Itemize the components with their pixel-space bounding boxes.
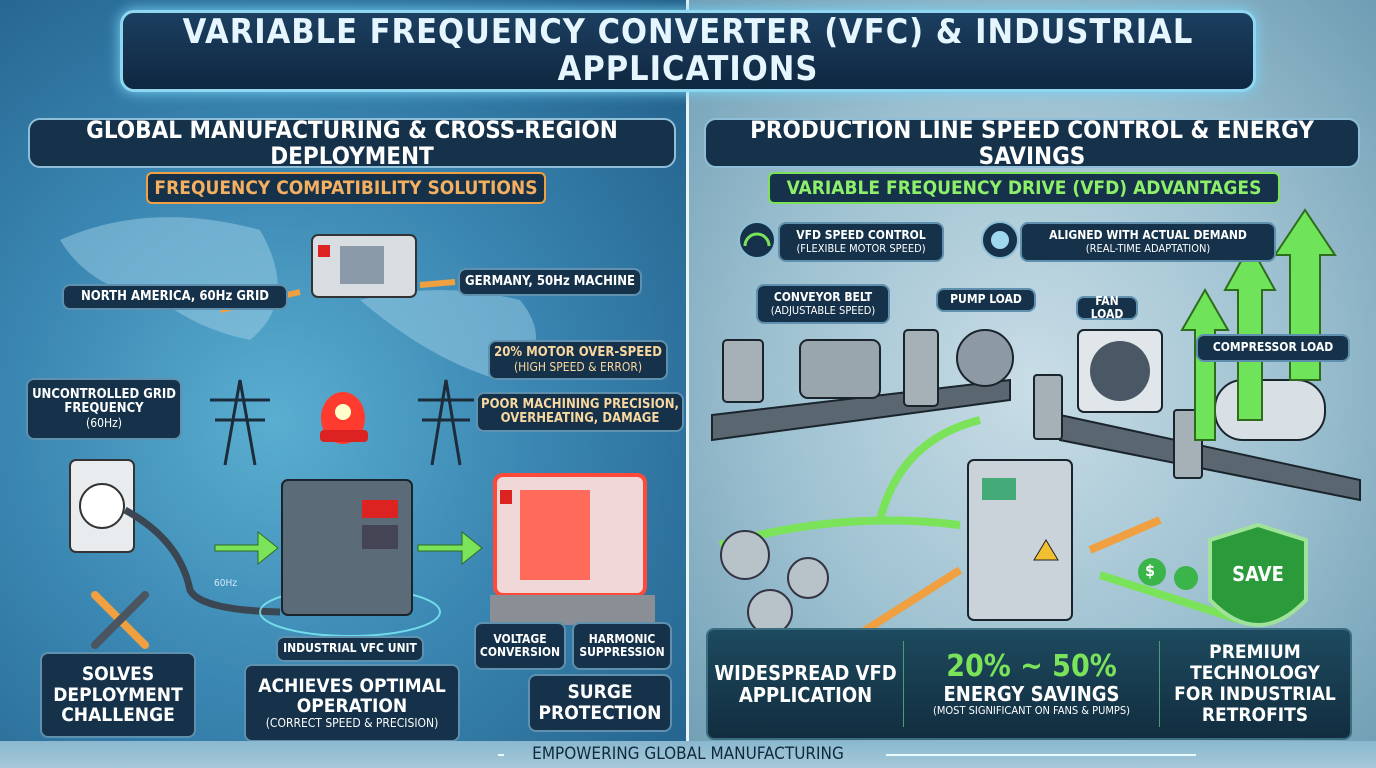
poor-line2: OVERHEATING, DAMAGE (500, 411, 660, 426)
grid-frequency-title: UNCONTROLLED GRID FREQUENCY (32, 387, 176, 417)
cnc-machine-icon (311, 234, 417, 298)
gauge-icon (738, 221, 776, 259)
divider (686, 0, 689, 768)
coins-icon (1138, 558, 1198, 590)
left-heading: GLOBAL MANUFACTURING & CROSS-REGION DEPL… (28, 116, 676, 169)
aligned-title: ALIGNED WITH ACTUAL DEMAND (1049, 228, 1247, 243)
save-badge: SAVE (1232, 562, 1284, 586)
speed-control-sub: (FLEXIBLE MOTOR SPEED) (796, 241, 926, 255)
aligned-sub: (REAL-TIME ADAPTATION) (1085, 241, 1211, 255)
cable-label: 60Hz (214, 578, 237, 589)
speed-control-title: VFD SPEED CONTROL (796, 228, 926, 243)
widespread-text: WIDESPREAD VFD APPLICATION (708, 641, 904, 727)
overspeed-title: 20% MOTOR OVER-SPEED (494, 345, 662, 361)
optimal-title: ACHIEVES OPTIMAL OPERATION (258, 674, 446, 718)
savings-section: 20% ~ 50% ENERGY SAVINGS (MOST SIGNIFICA… (904, 641, 1160, 727)
pump-icon (956, 329, 1014, 387)
control-panel-icons (722, 329, 1203, 479)
arrow-green-1 (214, 530, 279, 566)
label-surge: SURGE PROTECTION (528, 674, 672, 732)
label-solves: SOLVES DEPLOYMENT CHALLENGE (40, 652, 196, 738)
label-optimal: ACHIEVES OPTIMAL OPERATION(CORRECT SPEED… (244, 664, 460, 742)
overspeed-sub: (HIGH SPEED & ERROR) (513, 359, 643, 374)
gears-icon (720, 530, 829, 635)
label-aligned: ALIGNED WITH ACTUAL DEMAND(REAL-TIME ADA… (1020, 222, 1276, 262)
vfc-unit-icon (259, 479, 441, 637)
poor-line1: POOR MACHINING PRECISION, (481, 396, 679, 412)
label-vfc-unit: INDUSTRIAL VFC UNIT (276, 636, 424, 662)
premium-text: PREMIUM TECHNOLOGY FOR INDUSTRIAL RETROF… (1174, 641, 1336, 726)
motor-icon (799, 339, 881, 399)
savings-title: ENERGY SAVINGS (943, 682, 1120, 707)
fan-icon (1077, 329, 1163, 413)
footer-line-left (498, 754, 504, 756)
optimal-sub: (CORRECT SPEED & PRECISION) (265, 716, 439, 731)
world-map (60, 217, 536, 380)
label-compressor: COMPRESSOR LOAD (1196, 334, 1350, 362)
label-germany: GERMANY, 50Hz MACHINE (458, 268, 642, 296)
footer-line-right (886, 754, 1196, 756)
label-overspeed: 20% MOTOR OVER-SPEED(HIGH SPEED & ERROR) (488, 340, 668, 380)
label-voltage: VOLTAGE CONVERSION (474, 622, 566, 670)
shield-icon (1208, 522, 1308, 627)
grid-frequency-sub: (60Hz) (86, 415, 122, 430)
tools-icon (91, 591, 149, 649)
label-fan: FAN LOAD (1076, 294, 1138, 321)
alarm-light-icon (320, 392, 368, 444)
fan-badge-icon (981, 221, 1019, 259)
bottom-summary-panel: WIDESPREAD VFD APPLICATION 20% ~ 50% ENE… (706, 628, 1352, 740)
label-grid-frequency: UNCONTROLLED GRID FREQUENCY(60Hz) (26, 378, 182, 440)
label-conveyor: CONVEYOR BELT(ADJUSTABLE SPEED) (756, 284, 890, 324)
label-pump: PUMP LOAD (936, 288, 1036, 312)
conveyor-title: CONVEYOR BELT (773, 290, 873, 305)
power-cable (123, 506, 281, 616)
right-heading: PRODUCTION LINE SPEED CONTROL & ENERGY S… (704, 116, 1360, 169)
compressor-icon (1214, 379, 1326, 441)
dollar-sign: $ (1145, 561, 1156, 580)
conveyor-sub: (ADJUSTABLE SPEED) (770, 303, 876, 317)
label-speed-control: VFD SPEED CONTROL(FLEXIBLE MOTOR SPEED) (778, 222, 944, 262)
power-tower-icon (210, 379, 474, 466)
cnc-machine-alert-icon (490, 473, 655, 625)
right-subheading: VARIABLE FREQUENCY DRIVE (VFD) ADVANTAGE… (768, 172, 1280, 204)
savings-range: 20% ~ 50% (946, 649, 1117, 685)
wall-outlet-icon (69, 459, 135, 553)
arrow-green-2 (417, 530, 483, 566)
main-title: VARIABLE FREQUENCY CONVERTER (VFC) & IND… (120, 10, 1256, 92)
label-poor-precision: POOR MACHINING PRECISION,OVERHEATING, DA… (476, 392, 684, 432)
label-harmonic: HARMONIC SUPPRESSION (572, 622, 672, 670)
savings-sub: (MOST SIGNIFICANT ON FANS & PUMPS) (932, 704, 1131, 718)
vfd-cabinet-icon (967, 459, 1073, 621)
arrow-de (419, 279, 456, 288)
left-subheading: FREQUENCY COMPATIBILITY SOLUTIONS (146, 172, 546, 204)
footer-text: EMPOWERING GLOBAL MANUFACTURING (532, 744, 844, 764)
label-north-america: NORTH AMERICA, 60Hz GRID (62, 284, 288, 310)
